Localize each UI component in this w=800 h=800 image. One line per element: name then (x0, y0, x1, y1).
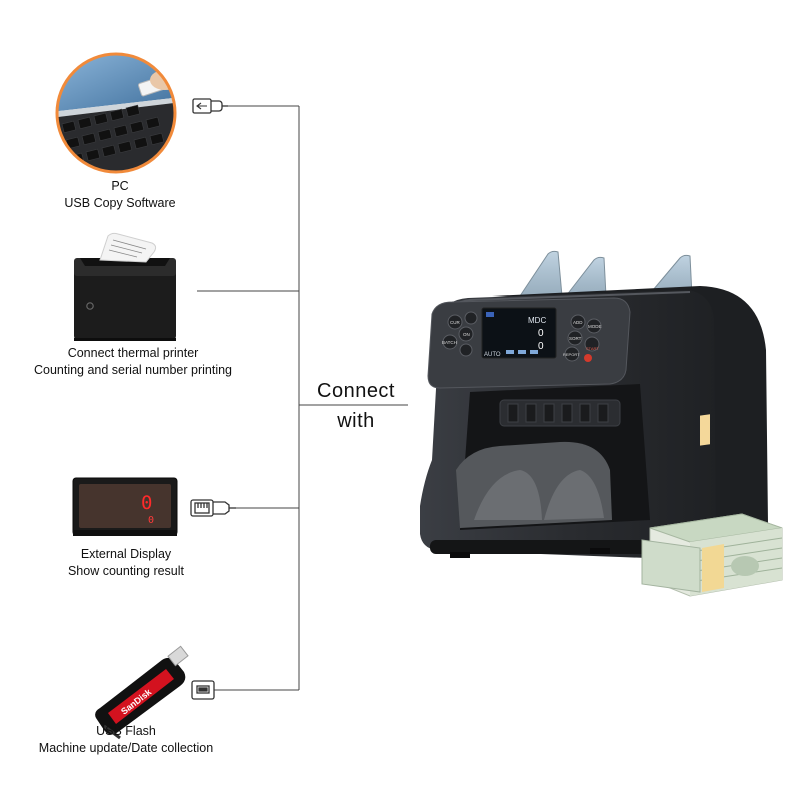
machine-btn-sort: SORT (569, 336, 582, 341)
caption-pc: PC USB Copy Software (20, 178, 220, 212)
usb-a-plug-icon (192, 98, 228, 114)
machine-left-buttons: CUR ON BATCH (442, 311, 478, 357)
machine-screen-auto: AUTO (484, 352, 501, 358)
connect-with-line2: with (337, 410, 375, 432)
machine-btn-add: ADD (573, 320, 583, 325)
caption-pc-subtitle: USB Copy Software (64, 196, 176, 210)
usb-flash-drive-image: SanDisk (95, 645, 189, 740)
machine-btn-cur: CUR (450, 320, 460, 325)
thermal-printer-image (74, 232, 176, 341)
machine-screen-sum: 0 (538, 341, 544, 352)
machine-screen-mode: MDC (528, 316, 546, 325)
caption-display: External Display Show counting result (26, 546, 226, 580)
money-counter-machine-image: MDC 0 0 AUTO CUR ON BATCH ADD MODE (420, 250, 768, 560)
machine-screen-count: 0 (538, 328, 544, 339)
machine-btn-mode: MODE (588, 324, 602, 329)
caption-usb-flash-title: USB Flash (96, 724, 156, 738)
machine-right-buttons: ADD MODE SORT REPORT START (563, 314, 602, 362)
caption-printer-subtitle: Counting and serial number printing (33, 363, 233, 377)
cash-stacks-image (641, 414, 783, 597)
external-display-image: 0 0 (72, 477, 178, 536)
caption-printer-title: Connect thermal printer (67, 346, 199, 360)
connect-with-label: Connect with (300, 376, 412, 436)
machine-btn-batch: BATCH (442, 340, 457, 345)
pc-laptop-image (55, 52, 177, 174)
display-digit-secondary: 0 (148, 515, 154, 526)
connect-with-line1: Connect (317, 380, 395, 402)
caption-display-title: External Display (80, 547, 172, 561)
machine-btn-on: ON (463, 332, 470, 337)
caption-pc-title: PC (111, 179, 129, 193)
caption-usb-flash: USB Flash Machine update/Date collection (16, 723, 236, 757)
caption-usb-flash-subtitle: Machine update/Date collection (38, 741, 214, 755)
display-digit-primary: 0 (141, 492, 152, 514)
machine-btn-start: START (586, 346, 599, 351)
connection-lines (197, 105, 408, 691)
machine-btn-report: REPORT (563, 352, 580, 357)
rj45-plug-icon (190, 499, 236, 517)
caption-printer: Connect thermal printer Counting and ser… (8, 345, 258, 379)
caption-display-subtitle: Show counting result (67, 564, 185, 578)
usb-port-icon (191, 680, 215, 700)
